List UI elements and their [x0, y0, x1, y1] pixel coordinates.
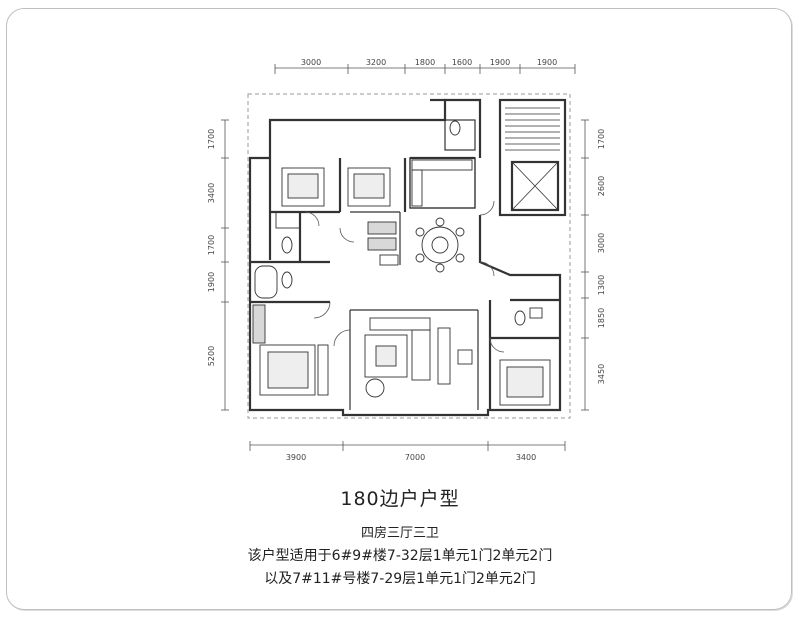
door-swings	[304, 200, 505, 353]
dim-top-6: 1900	[537, 58, 557, 67]
dim-top-1: 3000	[301, 58, 321, 67]
dim-bottom-3: 3400	[516, 453, 536, 462]
dim-bottom-2: 7000	[405, 453, 425, 462]
dim-left-2: 3400	[207, 183, 216, 203]
walls	[248, 98, 567, 417]
dim-right-6: 3450	[597, 364, 606, 384]
dim-right-3: 3000	[597, 233, 606, 253]
dim-right-1: 1700	[597, 129, 606, 149]
dim-left-3: 1700	[207, 235, 216, 255]
description-line-1: 该户型适用于6#9#楼7-32层1单元1门2单元2门	[247, 548, 553, 564]
description-line-2: 以及7#11#号楼7-29层1单元1门2单元2门	[264, 571, 536, 587]
dim-right-4: 1300	[597, 275, 606, 295]
dim-top-3: 1800	[415, 58, 435, 67]
page-title: 180边户户型	[340, 488, 460, 510]
dim-top-4: 1600	[452, 58, 472, 67]
dim-right-5: 1850	[597, 308, 606, 328]
card-frame	[6, 8, 792, 610]
dim-right-2: 2600	[597, 176, 606, 196]
dim-top-5: 1900	[490, 58, 510, 67]
dim-left-5: 5200	[207, 346, 216, 366]
dim-top-2: 3200	[366, 58, 386, 67]
dim-left-4: 1900	[207, 272, 216, 292]
dim-bottom-1: 3900	[286, 453, 306, 462]
dimension-lines	[221, 64, 589, 451]
dim-left-1: 1700	[207, 129, 216, 149]
layout-subtitle: 四房三厅三卫	[360, 526, 439, 541]
floor-plan: 3000 3200 1800 1600 1900 1900 3900 7000 …	[207, 58, 606, 462]
furniture	[252, 120, 551, 406]
